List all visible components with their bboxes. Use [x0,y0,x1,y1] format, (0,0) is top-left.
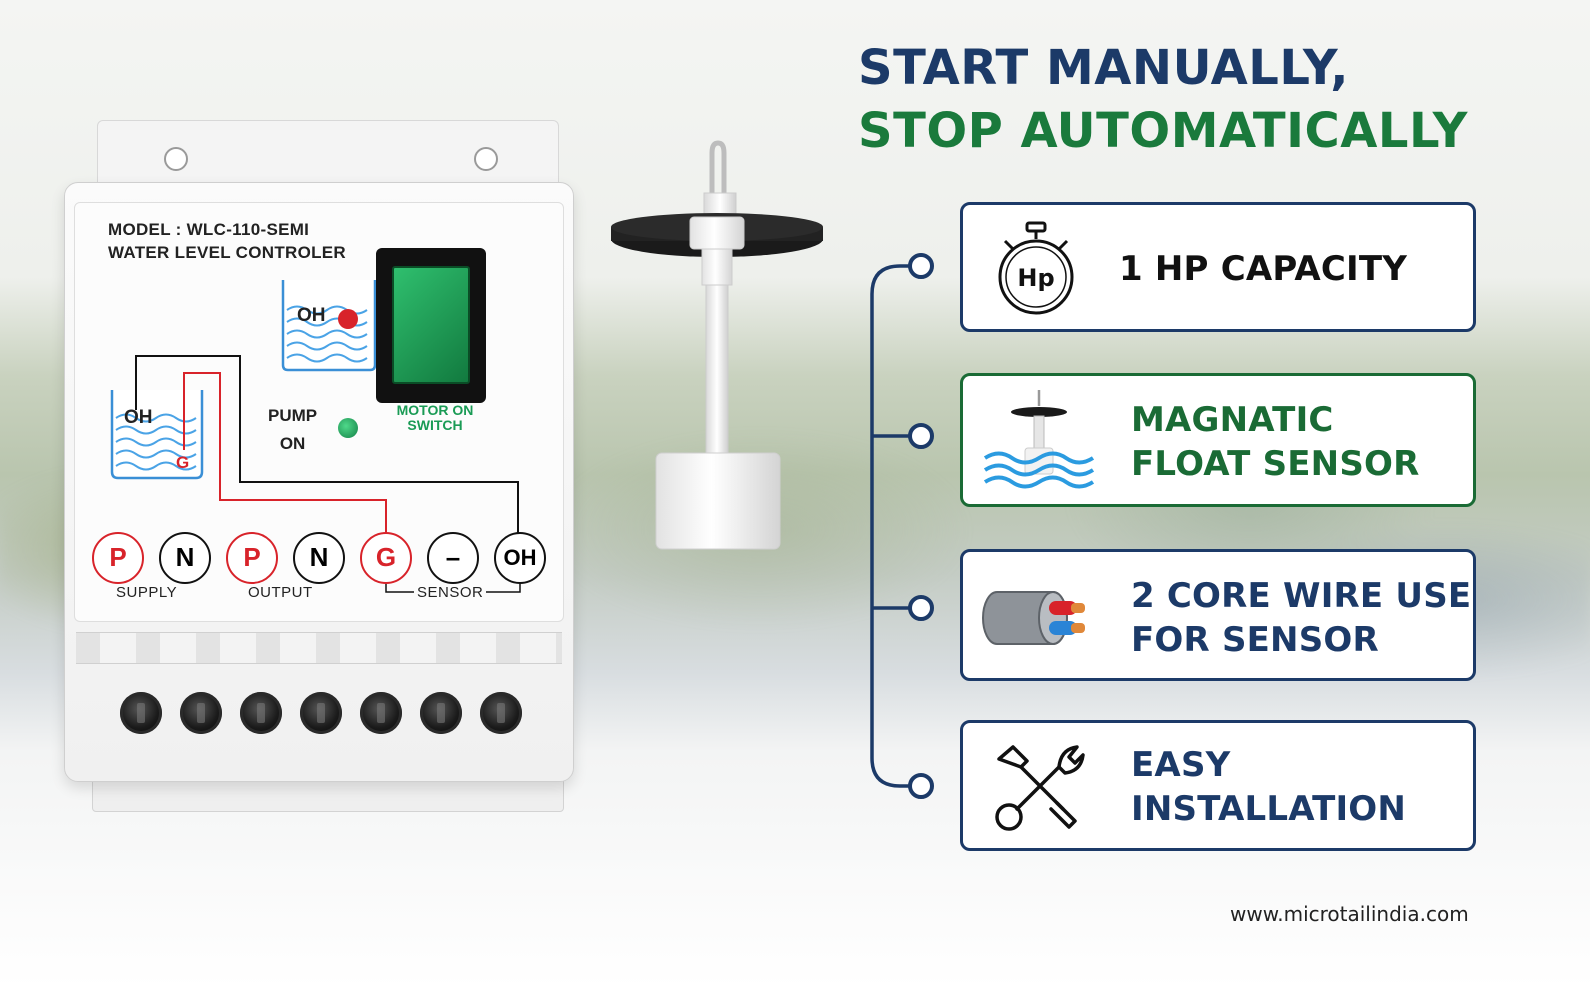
mounting-hole [164,147,188,171]
terminal-screw [300,692,342,734]
feature-card-float-sensor: MAGNATIC FLOAT SENSOR [960,373,1476,507]
feature-wire-text-line2: FOR SENSOR [1131,620,1379,660]
feature-float-text-line2: FLOAT SENSOR [1131,444,1420,484]
device-name-label: WATER LEVEL CONTROLER [108,243,347,262]
feature-float-text-line1: MAGNATIC [1131,400,1334,440]
terminal-supply-p: P [92,532,144,584]
feature-install-text-line1: EASY [1131,745,1231,785]
terminal-screw [180,692,222,734]
wrench-screwdriver-icon [995,745,1085,831]
sensor-group-label: SENSOR [414,584,487,601]
terminal-output-n: N [293,532,345,584]
connector-dot [908,595,934,621]
feature-card-installation: EASY INSTALLATION [960,720,1476,851]
connector-dot [908,253,934,279]
headline-line1: START MANUALLY, [858,40,1349,96]
two-core-wire-icon [982,591,1085,645]
connector-dot [908,423,934,449]
pump-on-led [338,418,358,438]
connector-dot [908,773,934,799]
feature-install-text-line2: INSTALLATION [1131,789,1407,829]
terminal-screw [120,692,162,734]
pump-label-line2: ON [279,434,306,453]
terminal-sensor-minus: – [427,532,479,584]
lower-tank-g-label: G [176,453,190,472]
upper-tank-oh-label: OH [297,305,326,326]
lower-tank-oh-label: OH [124,407,153,428]
terminal-sensor-g: G [360,532,412,584]
feature-wire-text-line1: 2 CORE WIRE USE [1131,576,1472,616]
stopwatch-hp-icon: Hp [998,221,1074,315]
feature-connector-line [870,264,922,788]
svg-text:Hp: Hp [1017,264,1054,292]
feature-capacity-text: 1 HP CAPACITY [1119,249,1408,289]
terminal-screw [480,692,522,734]
terminal-sensor-oh: OH [494,532,546,584]
float-sensor-image [611,140,823,550]
output-group-label: OUTPUT [248,584,313,601]
upper-tank-icon [281,280,377,372]
switch-label-line1: MOTOR ON [396,402,474,418]
lower-tank-icon [110,390,204,480]
terminal-output-p: P [226,532,278,584]
feature-card-capacity: Hp 1 HP CAPACITY [960,202,1476,332]
upper-tank-red-indicator [338,309,358,329]
switch-label-line2: SWITCH [407,417,463,433]
terminal-screw [240,692,282,734]
terminal-screw [420,692,462,734]
motor-on-switch[interactable] [376,248,486,403]
mounting-hole [474,147,498,171]
website-url: www.microtailindia.com [1230,902,1469,926]
terminal-screw [360,692,402,734]
wiring-diagram [110,280,521,593]
supply-group-label: SUPPLY [116,584,178,601]
pump-on-label: PUMP ON [268,402,317,458]
model-label: MODEL : WLC-110-SEMI [108,220,310,239]
float-sensor-water-icon [983,390,1095,489]
terminal-supply-n: N [159,532,211,584]
pump-label-line1: PUMP [268,406,318,425]
motor-switch-rocker[interactable] [392,266,470,384]
controller-ridge [76,632,562,664]
feature-card-wire: 2 CORE WIRE USE FOR SENSOR [960,549,1476,681]
headline-line2: STOP AUTOMATICALLY [858,103,1468,159]
